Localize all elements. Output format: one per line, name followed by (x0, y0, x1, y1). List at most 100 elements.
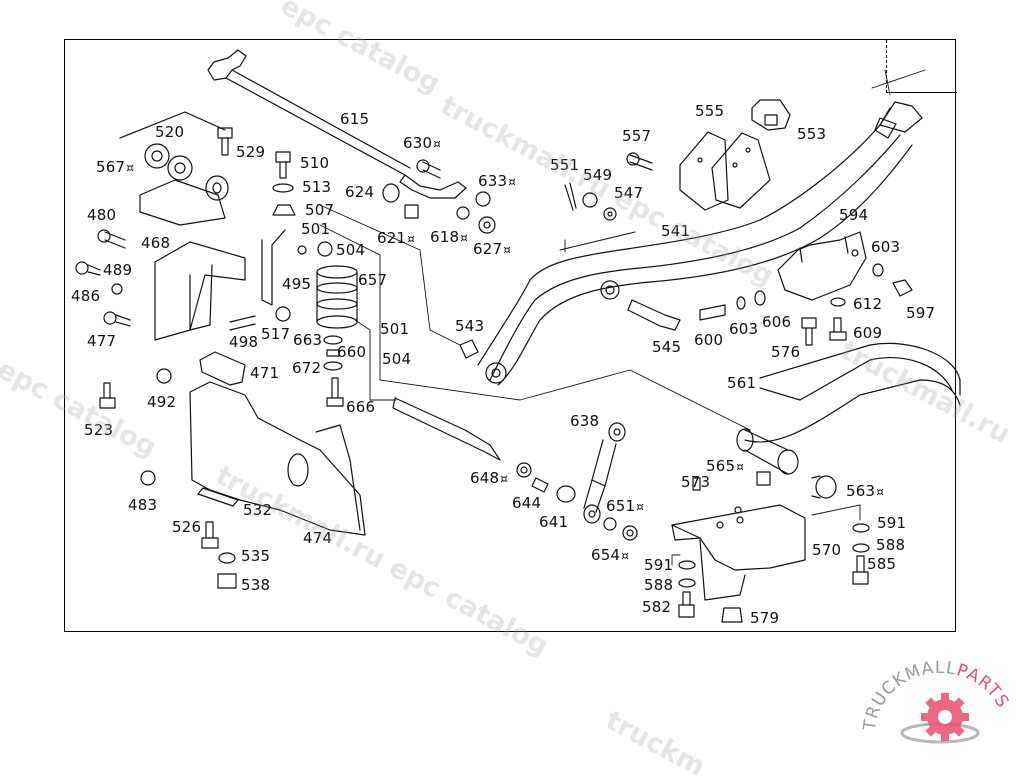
part-callout-471[interactable]: 471 (250, 366, 279, 381)
part-callout-563[interactable]: 563¤ (846, 484, 884, 499)
part-callout-510[interactable]: 510 (300, 156, 329, 171)
part-callout-672[interactable]: 672 (292, 361, 321, 376)
part-callout-606[interactable]: 606 (762, 315, 791, 330)
part-callout-545[interactable]: 545 (652, 340, 681, 355)
part-number: 627 (473, 240, 503, 258)
part-callout-573[interactable]: 573 (681, 475, 710, 490)
part-callout-582[interactable]: 582 (642, 600, 671, 615)
part-callout-624[interactable]: 624 (345, 185, 374, 200)
part-callout-507[interactable]: 507 (305, 203, 334, 218)
part-callout-638[interactable]: 638 (570, 414, 599, 429)
part-callout-597[interactable]: 597 (906, 306, 935, 321)
part-number: 517 (261, 325, 291, 343)
change-marker-icon: ¤ (500, 472, 509, 486)
part-callout-663[interactable]: 663 (293, 333, 322, 348)
part-number: 486 (71, 287, 101, 305)
part-callout-570[interactable]: 570 (812, 543, 841, 558)
part-callout-594[interactable]: 594 (839, 208, 868, 223)
part-callout-609[interactable]: 609 (853, 326, 882, 341)
part-callout-523[interactable]: 523 (84, 423, 113, 438)
part-callout-603[interactable]: 603 (871, 240, 900, 255)
part-callout-588[interactable]: 588 (876, 538, 905, 553)
part-callout-633[interactable]: 633¤ (478, 174, 516, 189)
part-number: 585 (867, 555, 897, 573)
part-callout-541[interactable]: 541 (661, 224, 690, 239)
part-callout-579[interactable]: 579 (750, 611, 779, 626)
part-callout-651[interactable]: 651¤ (606, 499, 644, 514)
part-callout-565[interactable]: 565¤ (706, 459, 744, 474)
part-callout-501[interactable]: 501 (380, 322, 409, 337)
part-callout-615[interactable]: 615 (340, 112, 369, 127)
part-callout-535[interactable]: 535 (241, 549, 270, 564)
part-callout-477[interactable]: 477 (87, 334, 116, 349)
part-number: 618 (430, 228, 460, 246)
part-number: 630 (403, 134, 433, 152)
part-callout-468[interactable]: 468 (141, 236, 170, 251)
part-number: 666 (346, 398, 376, 416)
part-callout-600[interactable]: 600 (694, 333, 723, 348)
part-callout-585[interactable]: 585 (867, 557, 896, 572)
part-callout-630[interactable]: 630¤ (403, 136, 441, 151)
part-callout-498[interactable]: 498 (229, 335, 258, 350)
part-callout-553[interactable]: 553 (797, 127, 826, 142)
part-callout-529[interactable]: 529 (236, 145, 265, 160)
part-number: 579 (750, 609, 780, 627)
part-callout-504[interactable]: 504 (382, 352, 411, 367)
part-number: 603 (729, 320, 759, 338)
part-callout-504[interactable]: 504 (336, 243, 365, 258)
part-callout-517[interactable]: 517 (261, 327, 290, 342)
part-callout-486[interactable]: 486 (71, 289, 100, 304)
part-number: 591 (877, 514, 907, 532)
part-callout-549[interactable]: 549 (583, 168, 612, 183)
part-callout-547[interactable]: 547 (614, 186, 643, 201)
part-callout-501[interactable]: 501 (301, 222, 330, 237)
part-callout-654[interactable]: 654¤ (591, 548, 629, 563)
part-callout-666[interactable]: 666 (346, 400, 375, 415)
part-callout-557[interactable]: 557 (622, 129, 651, 144)
part-callout-474[interactable]: 474 (303, 531, 332, 546)
part-number: 648 (470, 469, 500, 487)
part-callout-567[interactable]: 567¤ (96, 160, 134, 175)
part-callout-551[interactable]: 551 (550, 158, 579, 173)
fasteners (75, 127, 913, 623)
part-number: 526 (172, 518, 202, 536)
part-callout-618[interactable]: 618¤ (430, 230, 468, 245)
part-number: 591 (644, 556, 674, 574)
bracket-555 (679, 131, 771, 211)
part-callout-489[interactable]: 489 (103, 263, 132, 278)
part-callout-588[interactable]: 588 (644, 578, 673, 593)
part-callout-612[interactable]: 612 (853, 297, 882, 312)
part-callout-591[interactable]: 591 (877, 516, 906, 531)
part-callout-480[interactable]: 480 (87, 208, 116, 223)
part-number: 501 (380, 320, 410, 338)
part-callout-576[interactable]: 576 (771, 345, 800, 360)
part-number: 660 (337, 343, 367, 361)
part-callout-648[interactable]: 648¤ (470, 471, 508, 486)
part-callout-543[interactable]: 543 (455, 319, 484, 334)
part-callout-621[interactable]: 621¤ (377, 231, 415, 246)
part-callout-657[interactable]: 657 (358, 273, 387, 288)
part-number: 570 (812, 541, 842, 559)
part-callout-641[interactable]: 641 (539, 515, 568, 530)
part-callout-561[interactable]: 561 (727, 376, 756, 391)
change-marker-icon: ¤ (433, 137, 442, 151)
part-number: 523 (84, 421, 114, 439)
part-callout-603[interactable]: 603 (729, 322, 758, 337)
part-number: 609 (853, 324, 883, 342)
part-callout-492[interactable]: 492 (147, 395, 176, 410)
part-number: 563 (846, 482, 876, 500)
part-callout-532[interactable]: 532 (243, 503, 272, 518)
part-callout-526[interactable]: 526 (172, 520, 201, 535)
part-callout-538[interactable]: 538 (241, 578, 270, 593)
part-callout-520[interactable]: 520 (155, 125, 184, 140)
part-number: 501 (301, 220, 331, 238)
part-callout-555[interactable]: 555 (695, 104, 724, 119)
part-callout-513[interactable]: 513 (302, 180, 331, 195)
part-callout-627[interactable]: 627¤ (473, 242, 511, 257)
part-callout-495[interactable]: 495 (282, 277, 311, 292)
part-callout-483[interactable]: 483 (128, 498, 157, 513)
part-callout-644[interactable]: 644 (512, 496, 541, 511)
part-callout-660[interactable]: 660 (337, 345, 366, 360)
change-marker-icon: ¤ (460, 231, 469, 245)
part-callout-591[interactable]: 591 (644, 558, 673, 573)
